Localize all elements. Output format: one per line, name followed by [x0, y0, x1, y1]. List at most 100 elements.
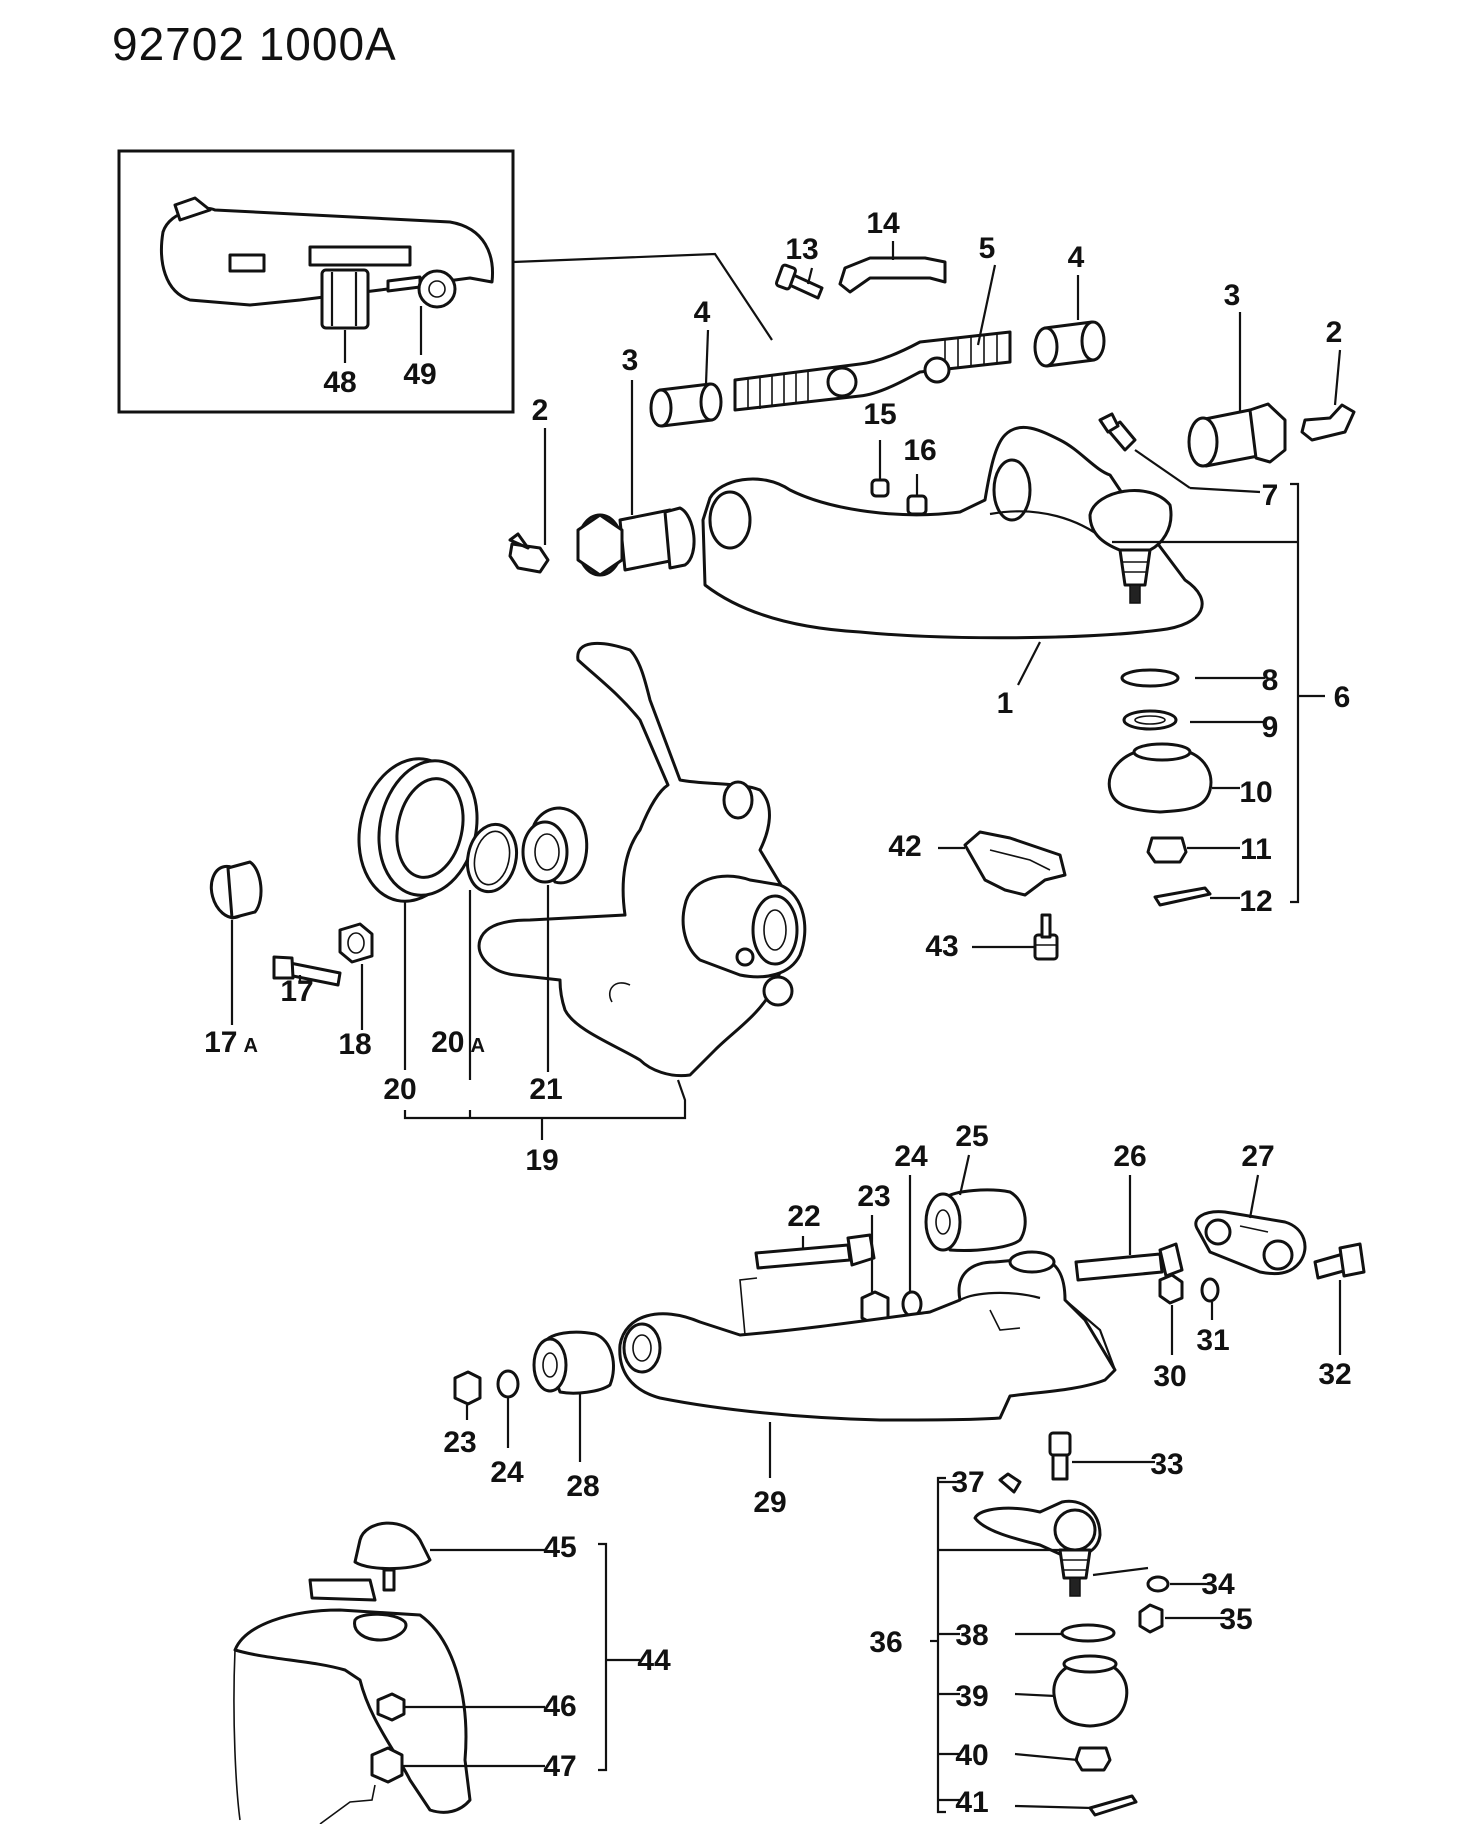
callout-c17: 17: [280, 975, 313, 1008]
part-9-seal: [1122, 709, 1178, 731]
callout-c16: 16: [903, 434, 936, 467]
callout-c41: 41: [955, 1786, 988, 1819]
callout-c23b: 23: [443, 1426, 476, 1459]
part-5-shaft: [733, 330, 1012, 412]
part-28-bushing: [532, 1330, 615, 1395]
callout-c2a: 2: [1326, 316, 1343, 349]
part-30-nut: [1158, 1273, 1184, 1305]
part-11-castle-nut: [1146, 836, 1188, 864]
bump-stop-bracket: [938, 830, 1067, 961]
part-26-stud: [1074, 1175, 1184, 1282]
callout-c40: 40: [955, 1739, 988, 1772]
callout-c48: 48: [323, 366, 356, 399]
part-37-grease-fitting: [998, 1472, 1022, 1494]
callout-c6: 6: [1334, 681, 1351, 714]
part-17-bolt: [272, 955, 342, 987]
callout-c20: 20: [383, 1073, 416, 1106]
callout-c47: 47: [543, 1750, 576, 1783]
part-45-bump-stop: [353, 1521, 432, 1592]
part-12-cotter-pin: [1153, 886, 1212, 907]
callout-c3a: 3: [1224, 279, 1241, 312]
part-43-bolt: [1033, 913, 1059, 961]
callout-c13: 13: [785, 233, 818, 266]
part-41-cotter-pin: [1088, 1794, 1138, 1817]
inset-leader: [512, 252, 773, 341]
part-8-washer: [1120, 668, 1180, 688]
part-23-nut-b: [453, 1370, 482, 1406]
callout-c4a: 4: [1068, 241, 1085, 274]
part-22-bolt: [754, 1233, 876, 1270]
part-36-ball-joint: [973, 1499, 1149, 1597]
part-24-washer-b: [496, 1369, 520, 1399]
callout-c35: 35: [1219, 1603, 1252, 1636]
callout-c4b: 4: [694, 296, 711, 329]
callout-c19: 19: [525, 1144, 558, 1177]
part-46-nut: [376, 1692, 406, 1722]
inset-detail: [117, 149, 515, 414]
callout-c29: 29: [753, 1486, 786, 1519]
part-2-grease-fitting-right: [1300, 403, 1356, 442]
part-38-seal: [1060, 1623, 1116, 1643]
callout-c42: 42: [888, 830, 921, 863]
part-27-cam-plate: [1194, 1174, 1307, 1276]
callout-c12: 12: [1239, 885, 1272, 918]
part-18-nut: [338, 922, 374, 964]
callout-c14: 14: [866, 207, 900, 240]
part-20a-ring: [465, 822, 519, 894]
callout-c15: 15: [863, 398, 896, 431]
part-10-boot: [1107, 742, 1213, 814]
knuckle-body: [477, 641, 793, 1078]
callout-c45: 45: [543, 1531, 576, 1564]
part-29-lower-arm: [618, 1256, 1117, 1422]
callout-c3b: 3: [622, 344, 639, 377]
upper-arm-assembly: [508, 241, 1356, 907]
part-15-nut: [870, 478, 890, 498]
callout-c2b: 2: [532, 394, 549, 427]
part-4-bushing-right: [1033, 320, 1106, 368]
callout-c31: 31: [1196, 1324, 1229, 1357]
callout-c24b: 24: [490, 1456, 524, 1489]
callout-c23a: 23: [857, 1180, 890, 1213]
part-4-bushing-left: [649, 382, 723, 428]
callout-c9: 9: [1262, 711, 1279, 744]
part-31-washer: [1200, 1277, 1220, 1303]
callout-c38: 38: [955, 1619, 988, 1652]
callout-c33: 33: [1150, 1448, 1183, 1481]
part-32-bolt: [1313, 1242, 1366, 1280]
callout-c7: 7: [1262, 479, 1279, 512]
callout-c43: 43: [925, 930, 958, 963]
bump-stop-assembly: [233, 1521, 640, 1824]
part-35-nut: [1138, 1603, 1164, 1634]
callout-c32: 32: [1318, 1358, 1351, 1391]
callout-c26: 26: [1113, 1140, 1146, 1173]
part-2-grease-fitting-left: [508, 532, 550, 574]
knuckle-assembly: [209, 641, 807, 1140]
callout-c28: 28: [566, 1470, 599, 1503]
callout-c21: 21: [529, 1073, 562, 1106]
callout-c18: 18: [338, 1028, 371, 1061]
callout-c39: 39: [955, 1680, 988, 1713]
part-21-bearing: [521, 806, 589, 885]
callout-c5: 5: [979, 232, 996, 265]
part-3-bushing-right: [1187, 402, 1287, 468]
callout-c46: 46: [543, 1690, 576, 1723]
callout-c1: 1: [997, 687, 1014, 720]
part-20-oil-seal: [357, 757, 479, 903]
part-3-bushing-left: [576, 506, 696, 577]
part-39-boot: [1052, 1654, 1129, 1728]
callout-c8: 8: [1262, 664, 1279, 697]
lower-arm-assembly: [453, 1154, 1366, 1817]
callout-c25: 25: [955, 1120, 988, 1153]
callout-c27: 27: [1241, 1140, 1274, 1173]
part-33-bolt: [1048, 1431, 1155, 1481]
part-47-nut: [370, 1746, 404, 1784]
part-42-bracket: [963, 830, 1067, 897]
part-16-nut: [906, 494, 928, 516]
spindle: [681, 874, 807, 979]
callout-c10: 10: [1239, 776, 1272, 809]
part-40-castle-nut: [1074, 1746, 1112, 1772]
